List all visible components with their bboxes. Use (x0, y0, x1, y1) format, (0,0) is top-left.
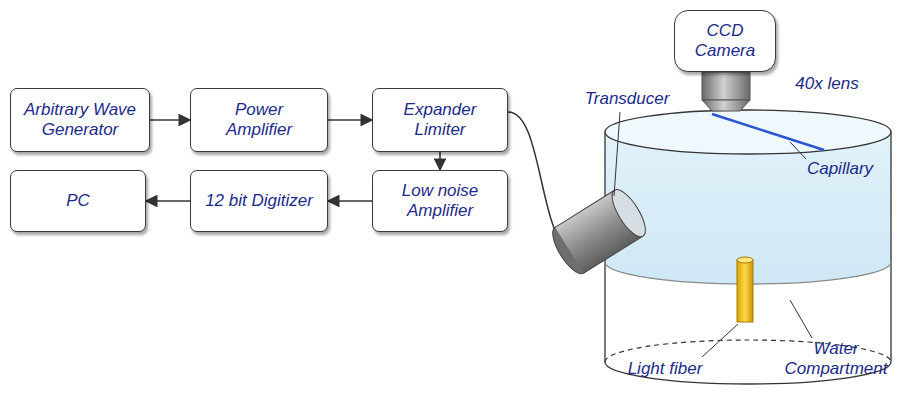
box-label: CCD Camera (685, 21, 765, 61)
light-fiber (737, 260, 753, 322)
camera-box: CCD Camera (674, 10, 776, 72)
water-volume (605, 110, 891, 284)
part-label: 40x lens (782, 74, 872, 94)
part-label: Water Compartment (776, 339, 896, 379)
leader-line (614, 112, 620, 196)
box-label: Arbitrary Wave Generator (18, 100, 142, 140)
capillary-tube (712, 114, 824, 150)
signal-arrow (439, 152, 441, 170)
container-wall (890, 132, 891, 362)
leader-line (790, 300, 812, 338)
objective-lens (702, 72, 750, 100)
signal-arrow (146, 200, 190, 202)
process-box: Arbitrary Wave Generator (10, 88, 150, 152)
part-label: Capillary (795, 159, 885, 179)
box-label: Expander Limiter (395, 100, 485, 140)
leader-line (702, 324, 738, 357)
part-label: Transducer (572, 89, 682, 109)
box-label: Power Amplifier (214, 100, 304, 140)
light-fiber-end (737, 257, 753, 263)
part-label: Light fiber (610, 359, 720, 379)
signal-arrow (328, 200, 372, 202)
process-box: Expander Limiter (372, 88, 508, 152)
leader-line (790, 142, 806, 159)
process-box: Low noise Amplifier (372, 170, 508, 232)
process-box: PC (10, 170, 146, 232)
box-label: 12 bit Digitizer (205, 191, 313, 211)
process-box: Power Amplifier (190, 88, 328, 152)
container-top (605, 110, 891, 154)
transducer-symbol (547, 185, 652, 278)
signal-arrow (150, 119, 190, 121)
objective-tip (702, 100, 750, 111)
process-box: 12 bit Digitizer (190, 170, 328, 232)
box-label: Low noise Amplifier (390, 181, 490, 221)
signal-arrow (328, 119, 372, 121)
box-label: PC (66, 191, 90, 211)
